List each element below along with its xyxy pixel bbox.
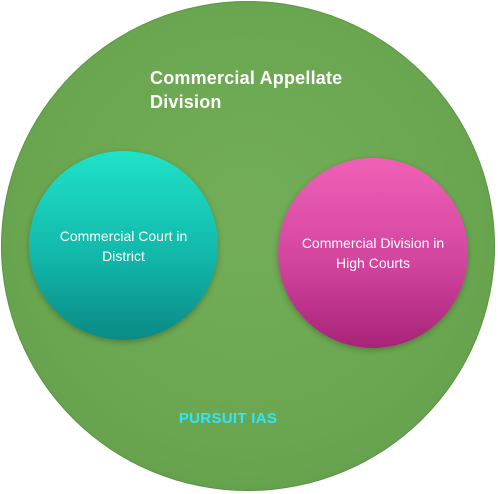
district-court-circle: Commercial Court in District <box>29 151 218 340</box>
district-court-label: Commercial Court in District <box>59 227 188 264</box>
high-court-division-label: Commercial Division in High Courts <box>301 235 445 271</box>
appellate-division-label: Commercial Appellate Division <box>150 68 343 112</box>
high-court-division-circle: Commercial Division in High Courts <box>278 158 468 348</box>
watermark-text: PURSUIT IAS <box>178 410 278 427</box>
